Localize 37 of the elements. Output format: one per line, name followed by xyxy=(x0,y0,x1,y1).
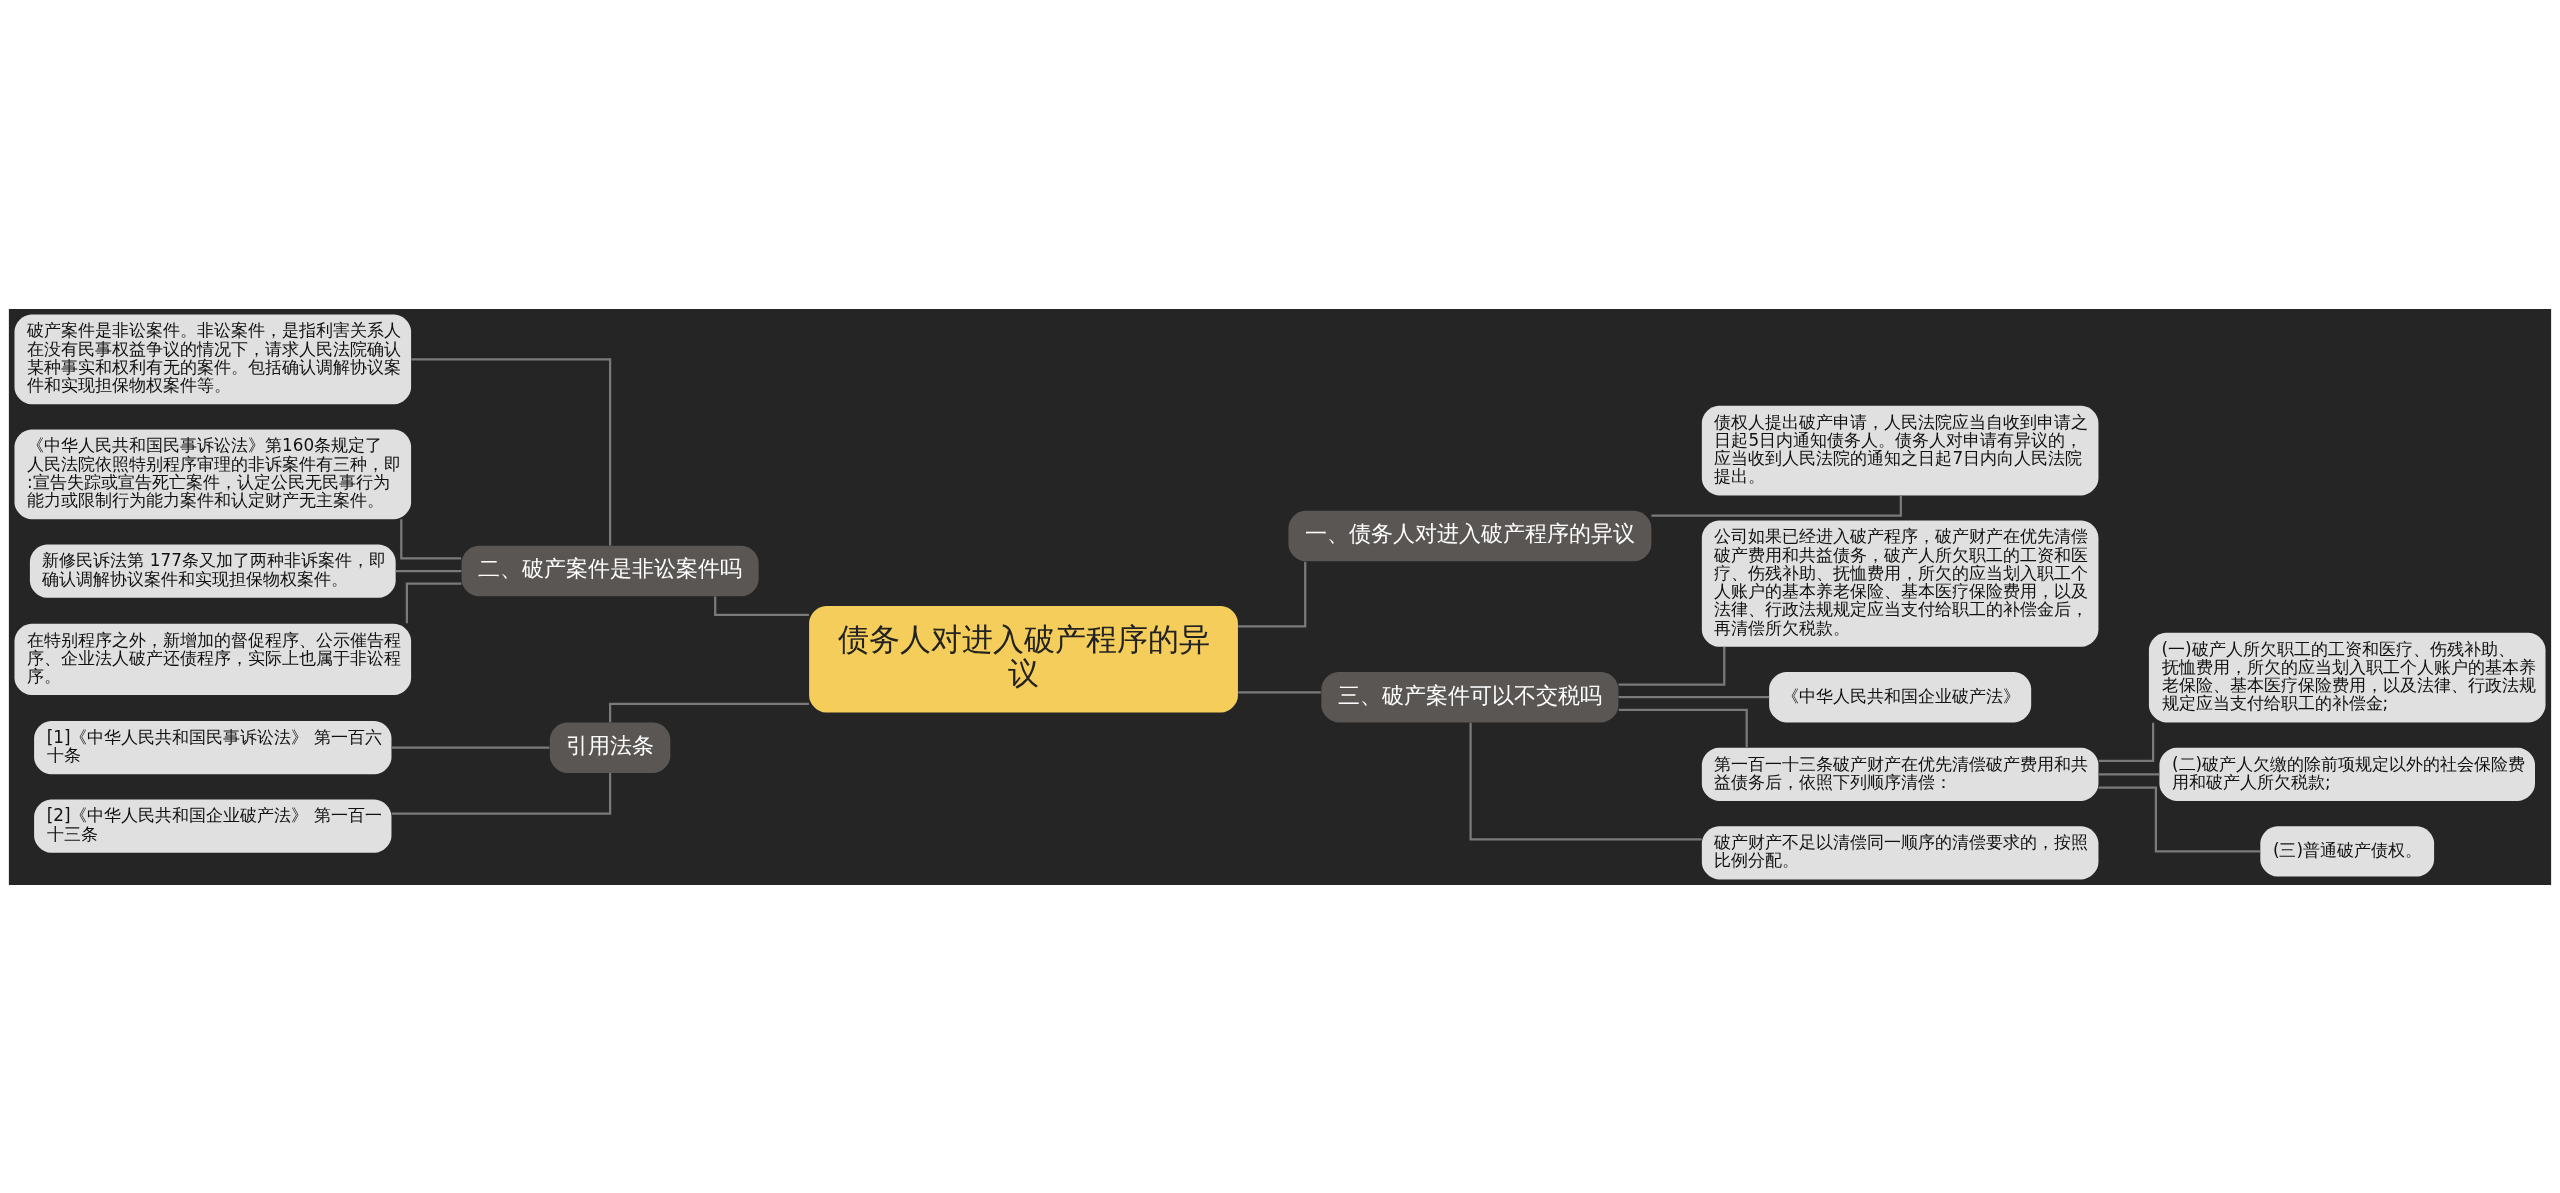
connector xyxy=(1651,494,1902,517)
connector xyxy=(2098,786,2260,852)
node-box: 二、破产案件是非讼案件吗 xyxy=(461,545,759,596)
connector xyxy=(411,357,612,546)
node-box: 债务人对进入破产程序的异议 xyxy=(809,605,1238,713)
node-box: 破产财产不足以清偿同一顺序的清偿要求的，按照比例分配。 xyxy=(1701,825,2099,879)
connector xyxy=(1618,646,1726,686)
node-box: 引用法条 xyxy=(549,721,671,773)
node-box: 三、破产案件可以不交税吗 xyxy=(1321,671,1619,722)
node-box: 一、债务人对进入破产程序的异议 xyxy=(1288,510,1652,561)
node-box: (三)普通破产债权。 xyxy=(2260,825,2435,877)
node-box: 公司如果已经进入破产程序，破产财产在优先清偿破产费用和共益债务，破产人所欠职工的工资和医疗、伤残补助、抚恤费用，所欠的应当划入职工个人账户的基本养老保险、基本医疗保险费用，以及法律、行政法规规定应当支付给职工的补偿金后，再清偿所欠税款。 xyxy=(1701,520,2099,647)
node-box: (一)破产人所欠职工的工资和医疗、伤残补助、抚恤费用，所欠的应当划入职工个人账户的基本养老保险、基本医疗保险费用，以及法律、行政法规规定应当支付给职工的补偿金; xyxy=(2148,632,2546,722)
connector xyxy=(1469,722,1702,841)
connector xyxy=(1238,561,1307,628)
connector xyxy=(391,772,612,815)
connector xyxy=(714,596,809,616)
connector xyxy=(400,518,462,560)
node-box: 债权人提出破产申请，人民法院应当自收到申请之日起5日内通知债务人。债务人对申请有异议的，应当收到人民法院的通知之日起7日内向人民法院提出。 xyxy=(1701,405,2099,495)
connector xyxy=(1238,690,1321,693)
connector xyxy=(2098,772,2160,775)
connector xyxy=(1618,708,1748,747)
node-box: 《中华人民共和国企业破产法》 xyxy=(1769,671,2032,722)
connector xyxy=(391,746,550,749)
connector xyxy=(609,702,809,722)
node-box: 破产案件是非讼案件。非讼案件，是指利害关系人在没有民事权益争议的情况下，请求人民法院确认某种事实和权利有无的案件。包括确认调解协议案件和实现担保物权案件等。 xyxy=(14,314,412,404)
connector xyxy=(2098,722,2155,762)
connector xyxy=(1618,695,1770,698)
connector xyxy=(395,569,462,572)
connector xyxy=(405,582,462,623)
node-box: (二)破产人欠缴的除前项规定以外的社会保险费用和破产人所欠税款; xyxy=(2159,747,2535,801)
node-box: 第一百一十三条破产财产在优先清偿破产费用和共益债务后，依照下列顺序清偿： xyxy=(1701,747,2099,801)
node-box: 在特别程序之外，新增加的督促程序、公示催告程序、企业法人破产还债程序，实际上也属于非讼程序。 xyxy=(14,623,412,695)
node-box: [2]《中华人民共和国企业破产法》 第一百一十三条 xyxy=(34,799,392,853)
node-box: [1]《中华人民共和国民事诉讼法》 第一百六十条 xyxy=(34,720,392,774)
node-box: 《中华人民共和国民事诉讼法》第160条规定了人民法院依照特别程序审理的非诉案件有三种，即:宣告失踪或宣告死亡案件，认定公民无民事行为能力或限制行为能力案件和认定财产无主案件。 xyxy=(14,429,412,519)
node-box: 新修民诉法第 177条又加了两种非诉案件，即确认调解协议案件和实现担保物权案件。 xyxy=(29,543,396,598)
